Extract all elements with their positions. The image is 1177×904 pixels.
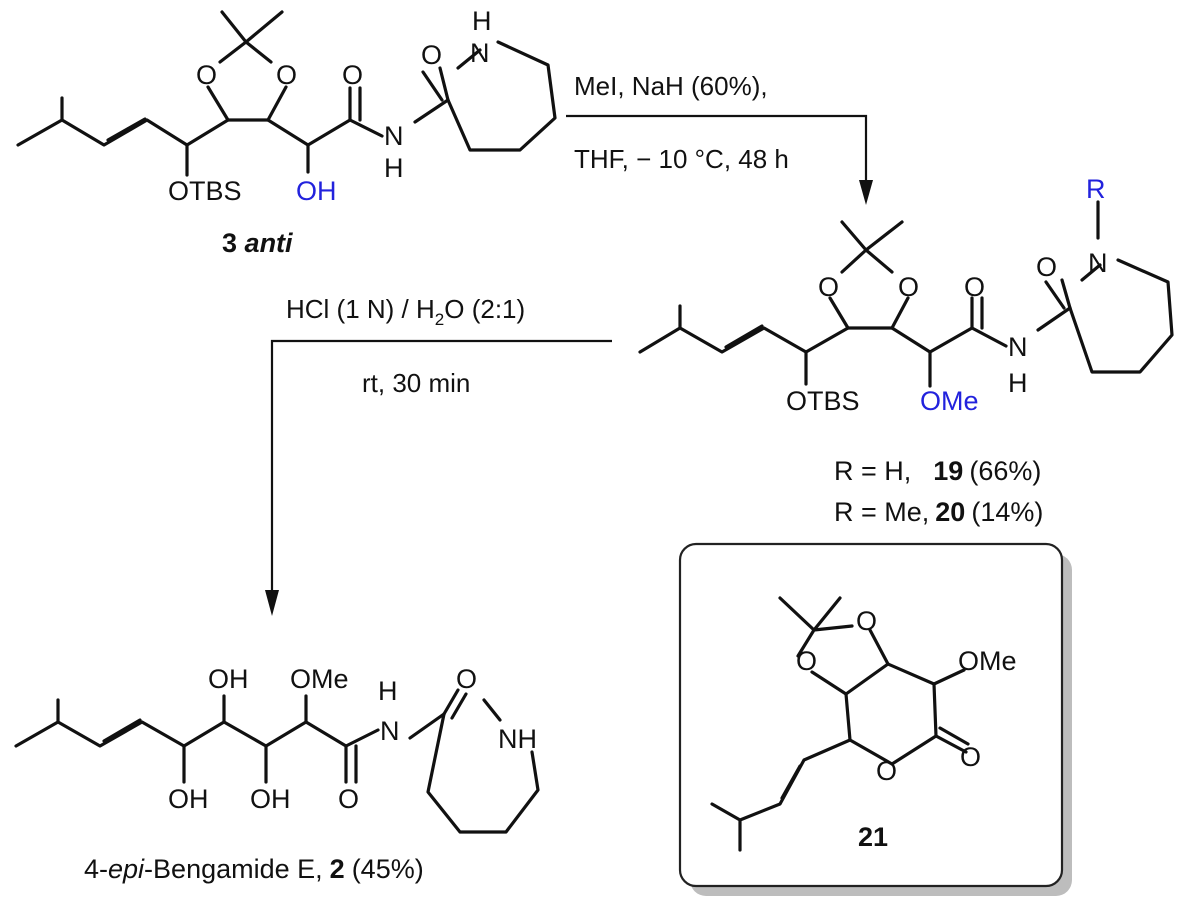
compound-21-box xyxy=(678,542,1064,888)
compound-3-ring-oxygen-right: O xyxy=(276,60,297,90)
compound-19-lactam-oxygen: O xyxy=(1036,252,1057,282)
compound-20-label: R = Me,20(14%) xyxy=(834,497,1043,527)
compound-2-structure xyxy=(14,688,540,834)
compound-19-label: R = H,19(66%) xyxy=(834,456,1041,486)
step1-reagents-line2: THF, − 10 °C, 48 h xyxy=(574,144,789,174)
compound-2-amide-hydrogen: H xyxy=(378,676,398,706)
step2-reagents-line2: rt, 30 min xyxy=(362,368,470,398)
compound-3-label: 3 anti xyxy=(222,228,293,258)
compound-3-structure xyxy=(16,10,557,177)
compound-19-ring-oxygen-right: O xyxy=(898,272,919,302)
compound-2-amide-oxygen: O xyxy=(338,784,359,814)
compound-19-amide-hydrogen: H xyxy=(1008,368,1028,398)
compound-19-methoxy-group: OMe xyxy=(920,386,979,416)
compound-19-lactam-nitrogen: N xyxy=(1088,248,1108,278)
compound-3-amide-oxygen: O xyxy=(342,60,363,90)
compound-2-amide-nitrogen: N xyxy=(380,716,400,746)
compound-3-amide-hydrogen: H xyxy=(384,153,404,183)
compound-21-ring-oxygen-top: O xyxy=(856,606,877,636)
compound-3-ring-oxygen-left: O xyxy=(196,60,217,90)
compound-21-methoxy-group: OMe xyxy=(958,646,1017,676)
compound-3-otbs-group: OTBS xyxy=(168,176,242,206)
step1-reagents-line1: MeI, NaH (60%), xyxy=(574,71,768,101)
compound-2-lactam-oxygen: O xyxy=(456,664,477,694)
compound-3-lactam-hydrogen: H xyxy=(472,6,492,36)
compound-3-lactam-oxygen: O xyxy=(421,40,442,70)
compound-3-amide-nitrogen: N xyxy=(384,121,404,151)
compound-3-hydroxyl-group: OH xyxy=(296,176,337,206)
compound-21-ring-oxygen-left: O xyxy=(796,646,817,676)
compound-21-carbonyl-oxygen: O xyxy=(960,742,981,772)
compound-2-hydroxyl-c3: OH xyxy=(168,784,209,814)
compound-2-lactam-nh: NH xyxy=(498,724,537,754)
compound-21-structure xyxy=(710,596,970,852)
step2-reagents-line1: HCl (1 N) / H2O (2:1) xyxy=(286,294,525,329)
compound-2-hydroxyl-c5: OH xyxy=(208,664,249,694)
compound-21-lactone-ring-oxygen: O xyxy=(876,756,897,786)
compound-19-r-substituent: R xyxy=(1086,174,1106,204)
compound-19-ring-oxygen-left: O xyxy=(818,272,839,302)
step2-arrow xyxy=(265,339,612,616)
compound-3-lactam-nitrogen: N xyxy=(470,38,490,68)
step1-arrow xyxy=(566,114,873,205)
compound-19-otbs-group: OTBS xyxy=(786,386,860,416)
compound-19-amide-oxygen: O xyxy=(964,272,985,302)
compound-2-methoxy-group: OMe xyxy=(290,664,349,694)
compound-21-label: 21 xyxy=(858,822,888,852)
compound-2-hydroxyl-c4: OH xyxy=(250,784,291,814)
compound-2-label: 4-epi-Bengamide E,2(45%) xyxy=(84,854,424,884)
compound-19-20-structure xyxy=(638,200,1174,388)
compound-19-amide-nitrogen: N xyxy=(1008,332,1028,362)
